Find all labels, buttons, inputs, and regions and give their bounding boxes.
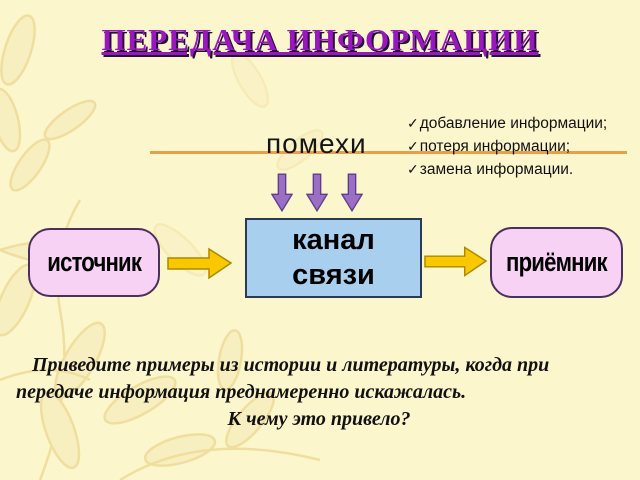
right-arrow-icon xyxy=(424,246,488,277)
list-item-text: замена информации. xyxy=(419,161,574,178)
right-arrow-icon xyxy=(167,247,233,280)
down-arrow-icon xyxy=(271,173,293,213)
list-item: ✓замена информации. xyxy=(407,158,607,181)
check-icon: ✓ xyxy=(407,161,419,177)
question-block: Приведите примеры из истории и литератур… xyxy=(16,352,622,433)
list-item: ✓добавление информации; xyxy=(407,112,607,135)
channel-box: канал связи xyxy=(245,218,422,298)
source-box: источник xyxy=(28,228,160,297)
slide-title: ПЕРЕДАЧА ИНФОРМАЦИИ xyxy=(101,22,539,57)
down-arrow-icon xyxy=(341,173,363,213)
divider-line xyxy=(150,151,627,154)
list-item: ✓потеря информации; xyxy=(407,135,607,158)
list-item-text: потеря информации; xyxy=(419,138,571,155)
interference-arrows xyxy=(271,172,363,213)
channel-label: канал связи xyxy=(292,224,375,291)
check-icon: ✓ xyxy=(407,115,419,131)
source-label: источник xyxy=(47,247,142,277)
receiver-box: приёмник xyxy=(490,227,623,298)
interference-label: помехи xyxy=(266,128,367,159)
question-prompt: К чему это привело? xyxy=(227,408,411,430)
receiver-label: приёмник xyxy=(506,247,608,277)
question-text: Приведите примеры из истории и литератур… xyxy=(16,354,550,403)
check-icon: ✓ xyxy=(407,138,419,154)
interference-effects-list: ✓добавление информации; ✓потеря информац… xyxy=(407,112,607,181)
down-arrow-icon xyxy=(306,173,328,213)
list-item-text: добавление информации; xyxy=(419,115,608,132)
